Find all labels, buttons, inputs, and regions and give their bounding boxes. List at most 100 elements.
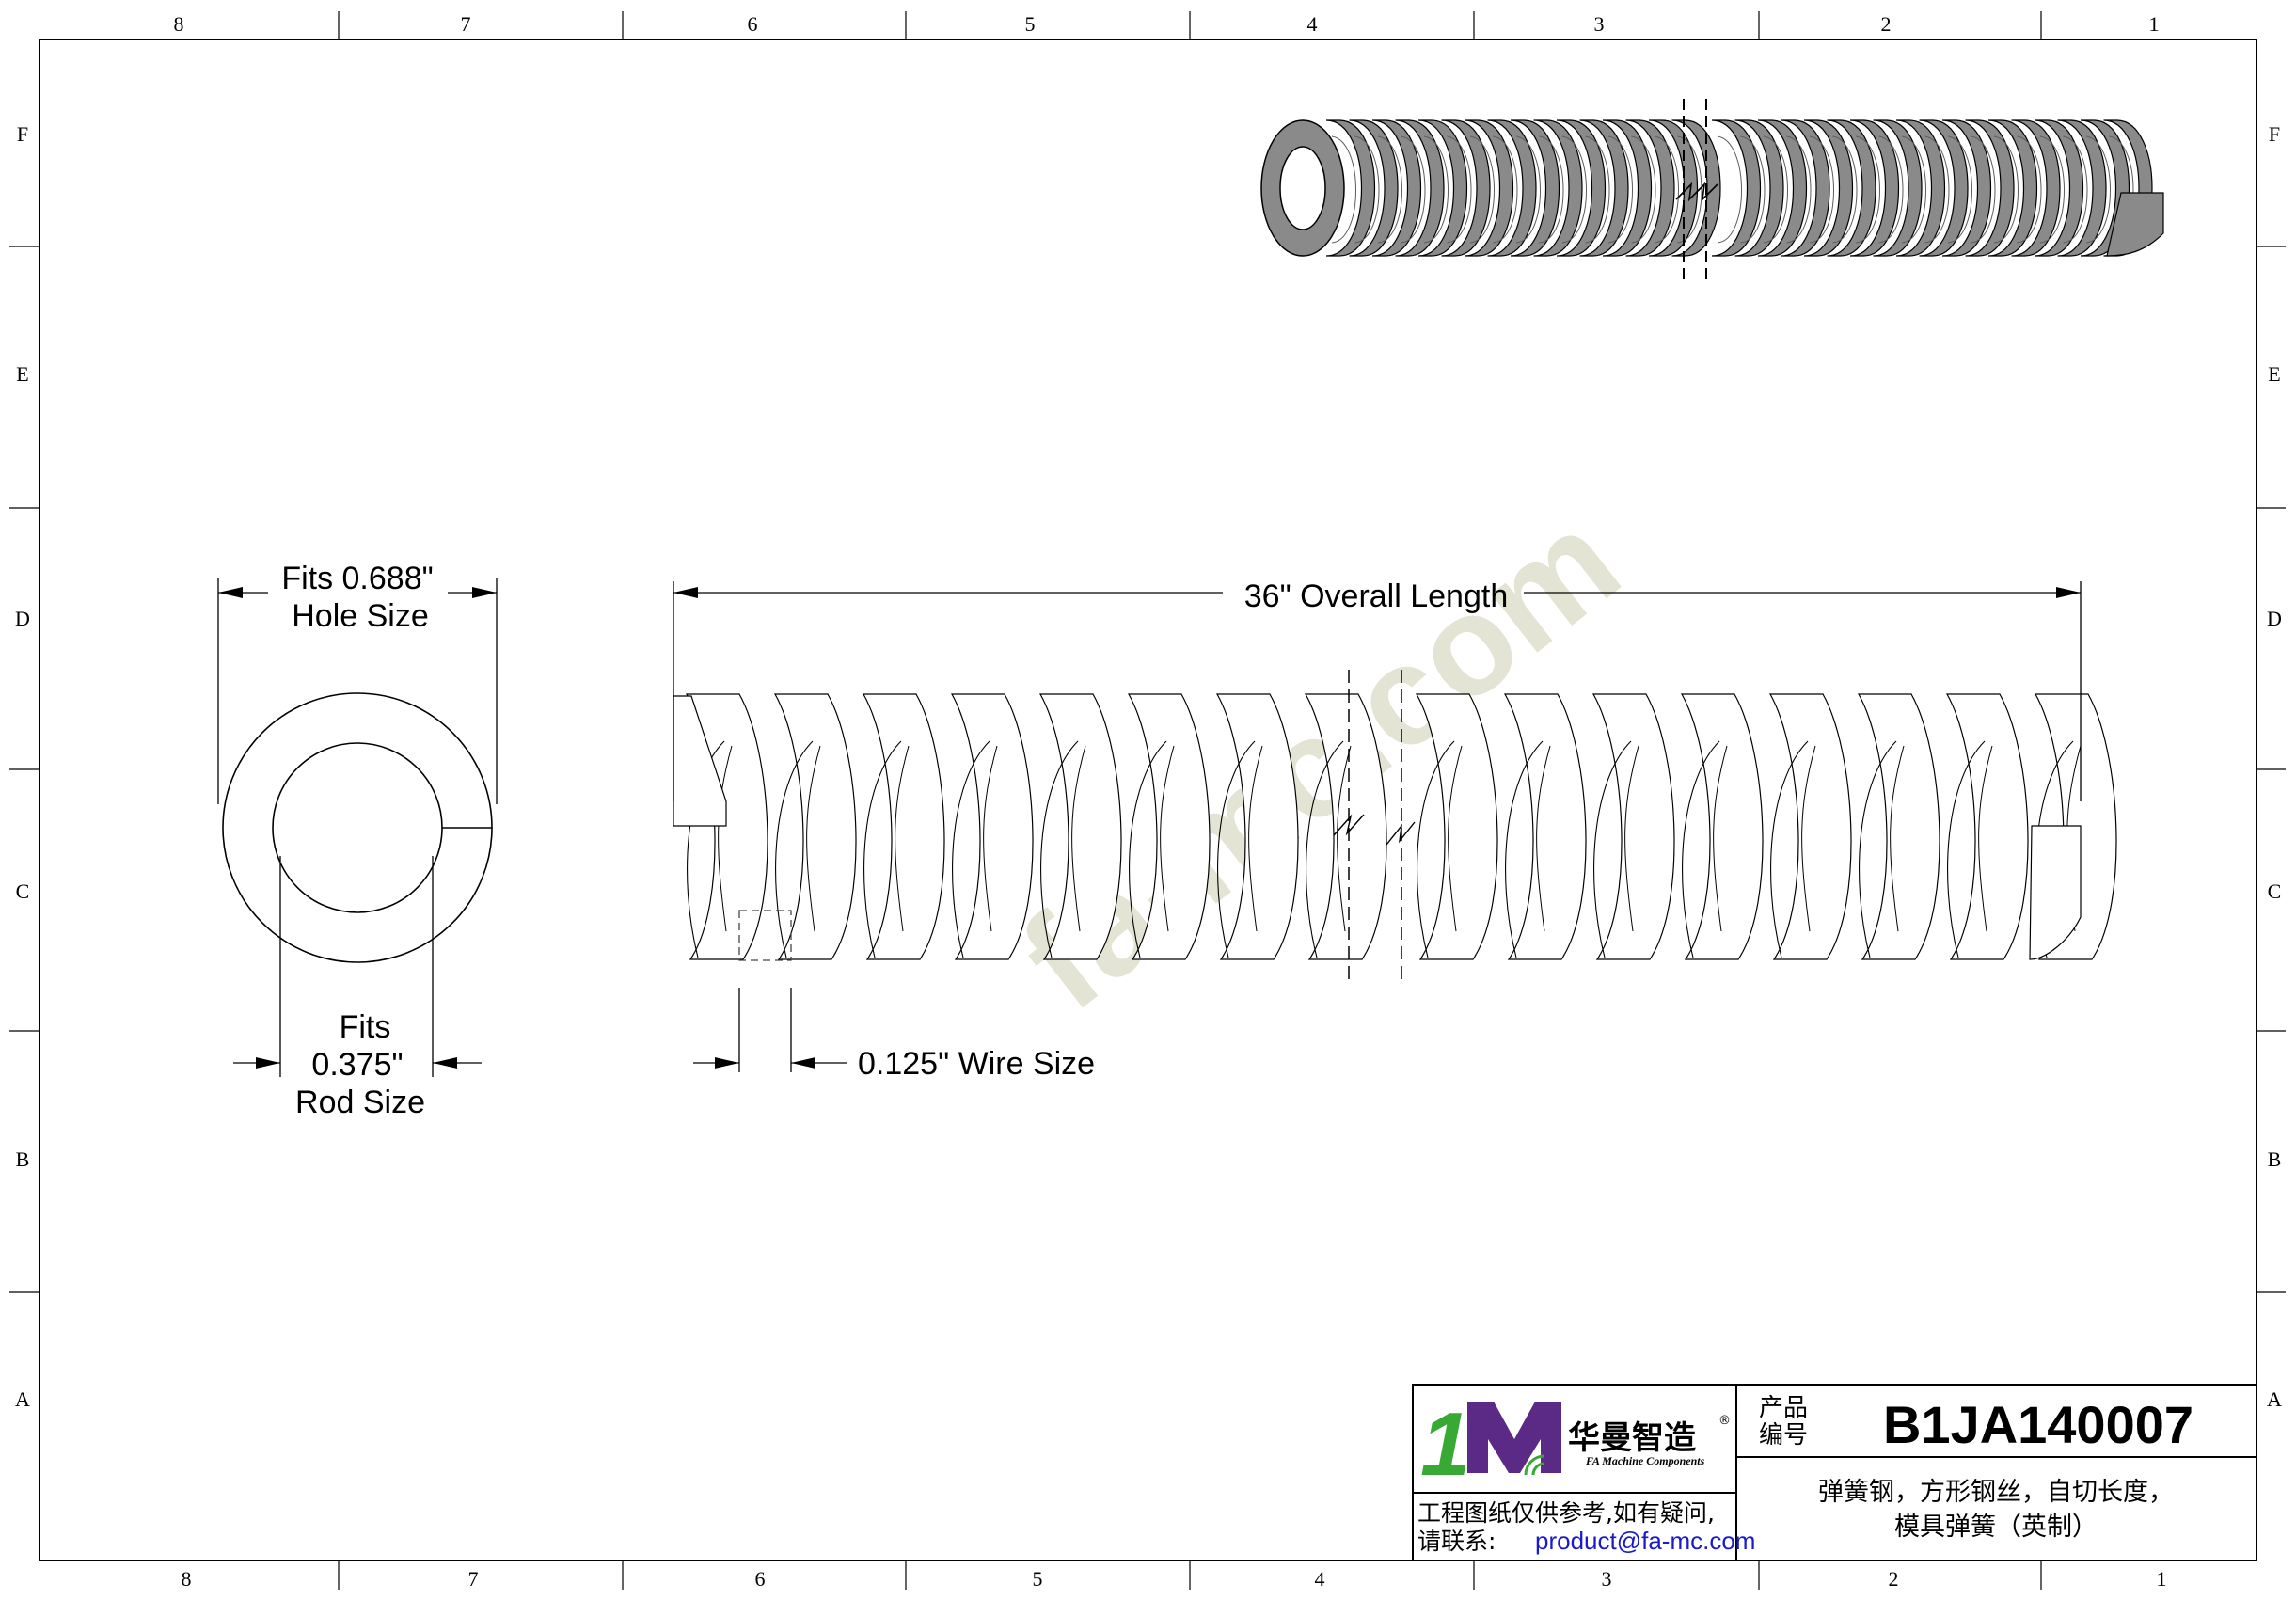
column-label-bottom: 2: [1889, 1567, 1899, 1591]
spring-side-view: 36" Overall Length 0.125" Wire Size: [673, 578, 2117, 1082]
code-label-line2: 编号: [1759, 1421, 1808, 1450]
coil-turn: [1038, 693, 1122, 960]
coil-inner-edge: [1890, 745, 1905, 932]
column-label-top: 8: [174, 12, 184, 36]
break-symbol-3d: [1675, 182, 1718, 202]
coil-shade-3d: [1423, 135, 1449, 244]
coil-shade-3d: [1354, 135, 1380, 244]
coil-inner-edge: [1978, 745, 1993, 932]
end-view: Fits 0.688" Hole Size Fits 0.375" Rod Si…: [217, 561, 498, 1120]
coil-turn: [1768, 693, 1852, 960]
coil-turn-3d: [1873, 119, 1923, 257]
coil-turn: [1503, 693, 1587, 960]
coil-shade-3d: [1493, 135, 1518, 244]
coil-turn: [862, 693, 945, 960]
coil-shade-3d: [1469, 135, 1495, 244]
row-label-right: B: [2268, 1148, 2282, 1171]
coil-back-edge: [1040, 740, 1079, 958]
contact-email[interactable]: product@fa-mc.com: [1535, 1527, 1755, 1555]
row-label-left: D: [15, 607, 30, 630]
coil-turn-3d: [1625, 119, 1675, 257]
coil-turn-3d: [1965, 119, 2015, 257]
description-line1: 弹簧钢，方形钢丝，自切长度，: [1818, 1478, 2174, 1507]
coil-turn-3d: [1325, 119, 1376, 257]
coil-turn-3d: [1349, 119, 1399, 257]
coil-turn-3d: [1417, 119, 1468, 257]
wire-section-outline: [738, 910, 792, 961]
coil-shade-3d: [1924, 135, 1950, 244]
coil-turn: [1415, 693, 1498, 960]
logo-chinese-name: 华曼智造: [1568, 1419, 1696, 1457]
coil-shade-3d: [1855, 135, 1880, 244]
coil-back-edge: [1947, 740, 1986, 958]
coil-turn-3d: [1711, 119, 1762, 257]
logo-wifi-icon: [1524, 1454, 1545, 1476]
coil-turn: [773, 693, 857, 960]
row-label-left: C: [16, 879, 30, 903]
coil-tail-3d: [2106, 192, 2164, 257]
break-symbol-left: [1333, 814, 1365, 836]
column-label-top: 1: [2149, 12, 2160, 36]
product-code: B1JA140007: [1883, 1395, 2193, 1454]
coil-inner-edge: [1624, 745, 1639, 932]
coil-turn-3d: [1533, 119, 1583, 257]
row-label-right: D: [2267, 607, 2282, 630]
column-label-top: 5: [1025, 12, 1036, 36]
column-label-top: 2: [1881, 12, 1892, 36]
coil-shade-3d: [2039, 135, 2065, 244]
rod-arrow-left: [256, 1057, 280, 1069]
coil-turn-3d: [2011, 119, 2061, 257]
coil-turn: [1857, 693, 1940, 960]
rod-arrow-right: [433, 1057, 457, 1069]
coil-back-edge: [775, 740, 814, 958]
coil-turn-3d: [1919, 119, 1969, 257]
coil-turn-3d: [1895, 119, 1946, 257]
wire-arrow-right: [791, 1057, 815, 1069]
coil-shade-3d: [1585, 135, 1610, 244]
break-symbol-right: [1386, 821, 1416, 846]
coil-end-hole: [1279, 146, 1326, 230]
hole-arrow-left: [218, 587, 243, 598]
coil-turn: [1304, 693, 1387, 960]
wire-arrow-left: [715, 1057, 739, 1069]
coil-turn-3d: [1487, 119, 1537, 257]
coil-turn: [1215, 693, 1299, 960]
coil-shade-3d: [1607, 135, 1633, 244]
coil-back-edge: [1593, 740, 1632, 958]
coil-inner-edge: [1160, 745, 1175, 932]
coil-shade-3d: [1654, 135, 1679, 244]
coil-shade-3d: [1515, 135, 1541, 244]
zone-ticks: [9, 11, 2286, 1590]
coil-turn: [1127, 693, 1211, 960]
coil-shade-3d: [1717, 135, 1742, 244]
coil-back-edge: [1505, 740, 1544, 958]
coil-inner-edge: [1713, 745, 1728, 932]
coil-inner-edge: [1536, 745, 1551, 932]
disclaimer-prefix: 请联系:: [1417, 1528, 1496, 1555]
coil-turn-3d: [1579, 119, 1629, 257]
hole-arrow-right: [472, 587, 497, 598]
coil-shade-3d: [1947, 135, 1972, 244]
rod-size-label-1: Fits: [340, 1009, 391, 1045]
coil-turn-3d: [1464, 119, 1514, 257]
disclaimer-line1: 工程图纸仅供参考,如有疑问,: [1417, 1499, 1715, 1527]
column-label-top: 3: [1594, 12, 1605, 36]
column-label-bottom: 1: [2157, 1567, 2167, 1591]
coil-turn-3d: [1849, 119, 1900, 257]
coil-inner-edge: [1801, 745, 1816, 932]
logo-mark-purple: [1467, 1402, 1561, 1473]
column-label-bottom: 5: [1033, 1567, 1043, 1591]
coil-turn-3d: [1757, 119, 1808, 257]
coil-turn-3d: [1510, 119, 1560, 257]
coil-shade-3d: [1786, 135, 1812, 244]
coil-back-edge: [1217, 740, 1256, 958]
coil-turn-3d: [1941, 119, 1992, 257]
coil-back-edge: [1859, 740, 1897, 958]
coil-turn-3d: [2034, 119, 2084, 257]
coil-shade-3d: [1677, 135, 1702, 244]
hole-size-label-1: Fits 0.688": [281, 561, 433, 596]
column-label-bottom: 8: [182, 1567, 192, 1591]
coil-back-edge: [952, 740, 990, 958]
coil-shade-3d: [1971, 135, 1996, 244]
coil-shade-3d: [1993, 135, 2019, 244]
